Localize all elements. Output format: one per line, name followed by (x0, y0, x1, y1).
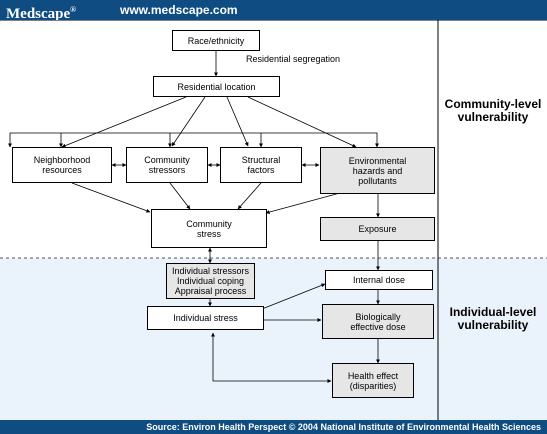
race-ethnicity-node: Race/ethnicity (172, 30, 260, 51)
arrow-location-to-environmental (247, 96, 357, 148)
environmental-hazards-node: Environmental hazards and pollutants (320, 147, 435, 194)
community-stressors-node: Community stressors (126, 147, 208, 183)
neighborhood-resources-node: Neighborhood resources (12, 147, 112, 183)
arrow-neighborhood-to-community-stress (71, 182, 151, 213)
exposure-node: Exposure (320, 217, 435, 241)
connector-bar (8, 132, 379, 148)
site-url[interactable]: www.medscape.com (120, 3, 238, 17)
registered-mark: ® (70, 5, 77, 14)
logo-text: Medscape (6, 6, 71, 22)
biologically-effective-dose-node: Biologically effective dose (322, 304, 434, 339)
individual-region (0, 258, 547, 420)
structural-factors-node: Structural factors (220, 147, 302, 183)
community-stress-node: Community stress (151, 209, 267, 248)
arrow-individual-stress-health-effect (211, 332, 332, 383)
individual-level-label: Individual-level vulnerability (449, 305, 537, 332)
health-effect-node: Health effect (disparities) (332, 363, 414, 398)
arrow-environmental-to-community-stress (265, 192, 341, 214)
arrow-stressors-to-community-stress (169, 182, 191, 210)
arrow-individual-stress-to-internal-dose (261, 283, 326, 310)
source-citation: Source: Environ Health Perspect © 2004 N… (146, 422, 541, 432)
residential-segregation-label: Residential segregation (246, 54, 341, 64)
internal-dose-node: Internal dose (325, 270, 433, 290)
arrow-location-to-structural (226, 96, 249, 147)
arrow-location-to-neighborhood (61, 96, 187, 148)
medscape-logo[interactable]: Medscape® (6, 1, 76, 23)
residential-location-node: Residential location (153, 76, 280, 97)
header-bar: Medscape® www.medscape.com (0, 0, 547, 23)
arrow-structural-to-community-stress (237, 182, 262, 210)
footer-bar: Source: Environ Health Perspect © 2004 N… (0, 420, 547, 434)
community-level-label: Community-level vulnerability (444, 97, 542, 124)
individual-stressors-node: Individual stressors Individual coping A… (166, 263, 255, 299)
arrow-location-to-stressors (171, 96, 206, 147)
individual-stress-node: Individual stress (147, 306, 264, 330)
